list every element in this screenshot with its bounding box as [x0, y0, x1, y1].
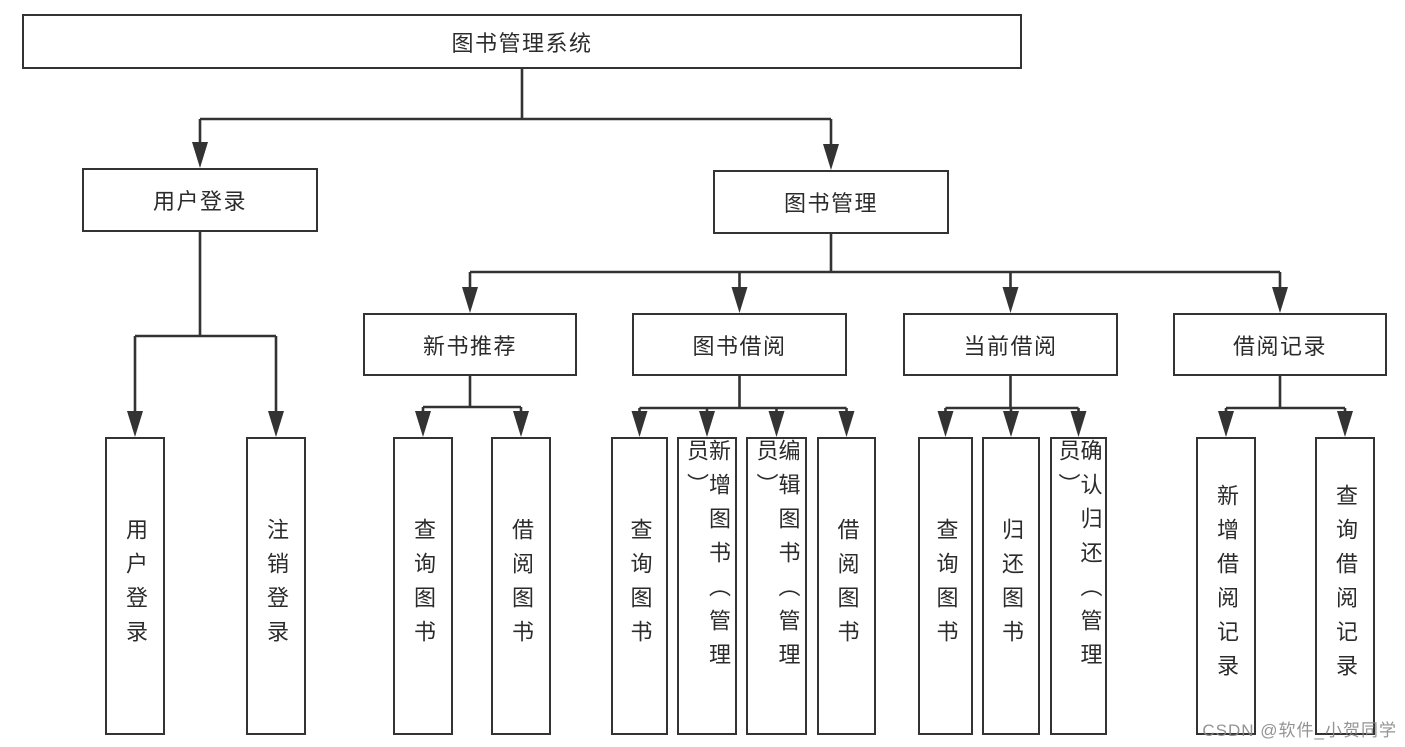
arrowhead-icon: [1002, 287, 1019, 313]
node-label-leaf-confirm-return-admin: 确认归还（管理员）: [1055, 439, 1103, 677]
watermark: CSDN @软件_小贺同学: [1202, 721, 1397, 740]
arrowhead-icon: [268, 411, 284, 437]
node-leaf-borrow-book-recommend: 借阅图书: [491, 437, 551, 735]
node-new-book-recommend: 新书推荐: [363, 313, 577, 376]
node-label-leaf-logout: 注销登录: [264, 518, 289, 654]
node-leaf-add-borrow-record: 新增借阅记录: [1196, 437, 1256, 735]
node-leaf-logout: 注销登录: [246, 437, 306, 735]
node-label-system-root: 图书管理系统: [451, 30, 593, 56]
arrowhead-icon: [631, 411, 648, 437]
node-book-management: 图书管理: [713, 170, 949, 234]
arrowhead-icon: [1070, 411, 1087, 437]
node-leaf-query-borrow-record: 查询借阅记录: [1315, 437, 1375, 735]
arrowhead-icon: [838, 411, 855, 437]
node-label-leaf-add-borrow-record: 新增借阅记录: [1214, 484, 1239, 688]
node-label-user-login: 用户登录: [152, 189, 247, 214]
node-label-leaf-add-book-admin: 新增图书（管理员）: [684, 439, 731, 677]
node-user-login: 用户登录: [82, 168, 318, 232]
node-leaf-confirm-return-admin: 确认归还（管理员）: [1050, 437, 1107, 735]
arrowhead-icon: [937, 411, 954, 437]
node-leaf-query-book-current: 查询图书: [918, 437, 973, 735]
node-label-leaf-borrow-book-recommend: 借阅图书: [509, 518, 534, 654]
arrowhead-icon: [1003, 411, 1019, 437]
arrowhead-icon: [513, 411, 529, 437]
node-leaf-user-login: 用户登录: [105, 437, 165, 735]
node-label-borrowing-records: 借阅记录: [1232, 333, 1327, 359]
arrowhead-icon: [415, 411, 431, 437]
node-label-book-borrowing: 图书借阅: [692, 333, 787, 359]
arrowhead-icon: [192, 142, 208, 168]
node-label-leaf-query-book-borrowing: 查询图书: [627, 518, 653, 654]
arrowhead-icon: [768, 411, 785, 437]
arrowhead-icon: [1337, 411, 1353, 437]
node-label-leaf-query-book-recommend: 查询图书: [411, 518, 436, 654]
arrowhead-icon: [127, 411, 143, 437]
node-leaf-query-book-recommend: 查询图书: [393, 437, 453, 735]
node-label-leaf-query-borrow-record: 查询借阅记录: [1333, 484, 1358, 688]
node-leaf-borrow-book-borrowing: 借阅图书: [817, 437, 876, 735]
arrowhead-icon: [699, 411, 715, 437]
node-leaf-edit-book-admin: 编辑图书（管理员）: [746, 437, 807, 735]
node-book-borrowing: 图书借阅: [632, 313, 847, 376]
node-label-leaf-borrow-book-borrowing: 借阅图书: [834, 518, 860, 654]
node-leaf-query-book-borrowing: 查询图书: [611, 437, 668, 735]
arrowhead-icon: [1272, 287, 1288, 313]
node-system-root: 图书管理系统: [22, 14, 1022, 69]
arrowhead-icon: [823, 144, 839, 170]
node-label-leaf-edit-book-admin: 编辑图书（管理员）: [753, 439, 801, 677]
node-label-leaf-query-book-current: 查询图书: [933, 518, 959, 654]
node-label-leaf-return-book: 归还图书: [999, 518, 1024, 654]
node-label-new-book-recommend: 新书推荐: [422, 333, 517, 359]
node-current-borrowing: 当前借阅: [903, 313, 1118, 376]
node-label-current-borrowing: 当前借阅: [963, 333, 1058, 359]
arrowhead-icon: [462, 287, 478, 313]
node-label-book-management: 图书管理: [783, 191, 878, 216]
node-label-leaf-user-login: 用户登录: [123, 518, 148, 654]
arrowhead-icon: [1218, 411, 1234, 437]
node-borrowing-records: 借阅记录: [1173, 313, 1387, 376]
node-leaf-add-book-admin: 新增图书（管理员）: [677, 437, 737, 735]
node-leaf-return-book: 归还图书: [982, 437, 1040, 735]
arrowhead-icon: [731, 287, 748, 313]
